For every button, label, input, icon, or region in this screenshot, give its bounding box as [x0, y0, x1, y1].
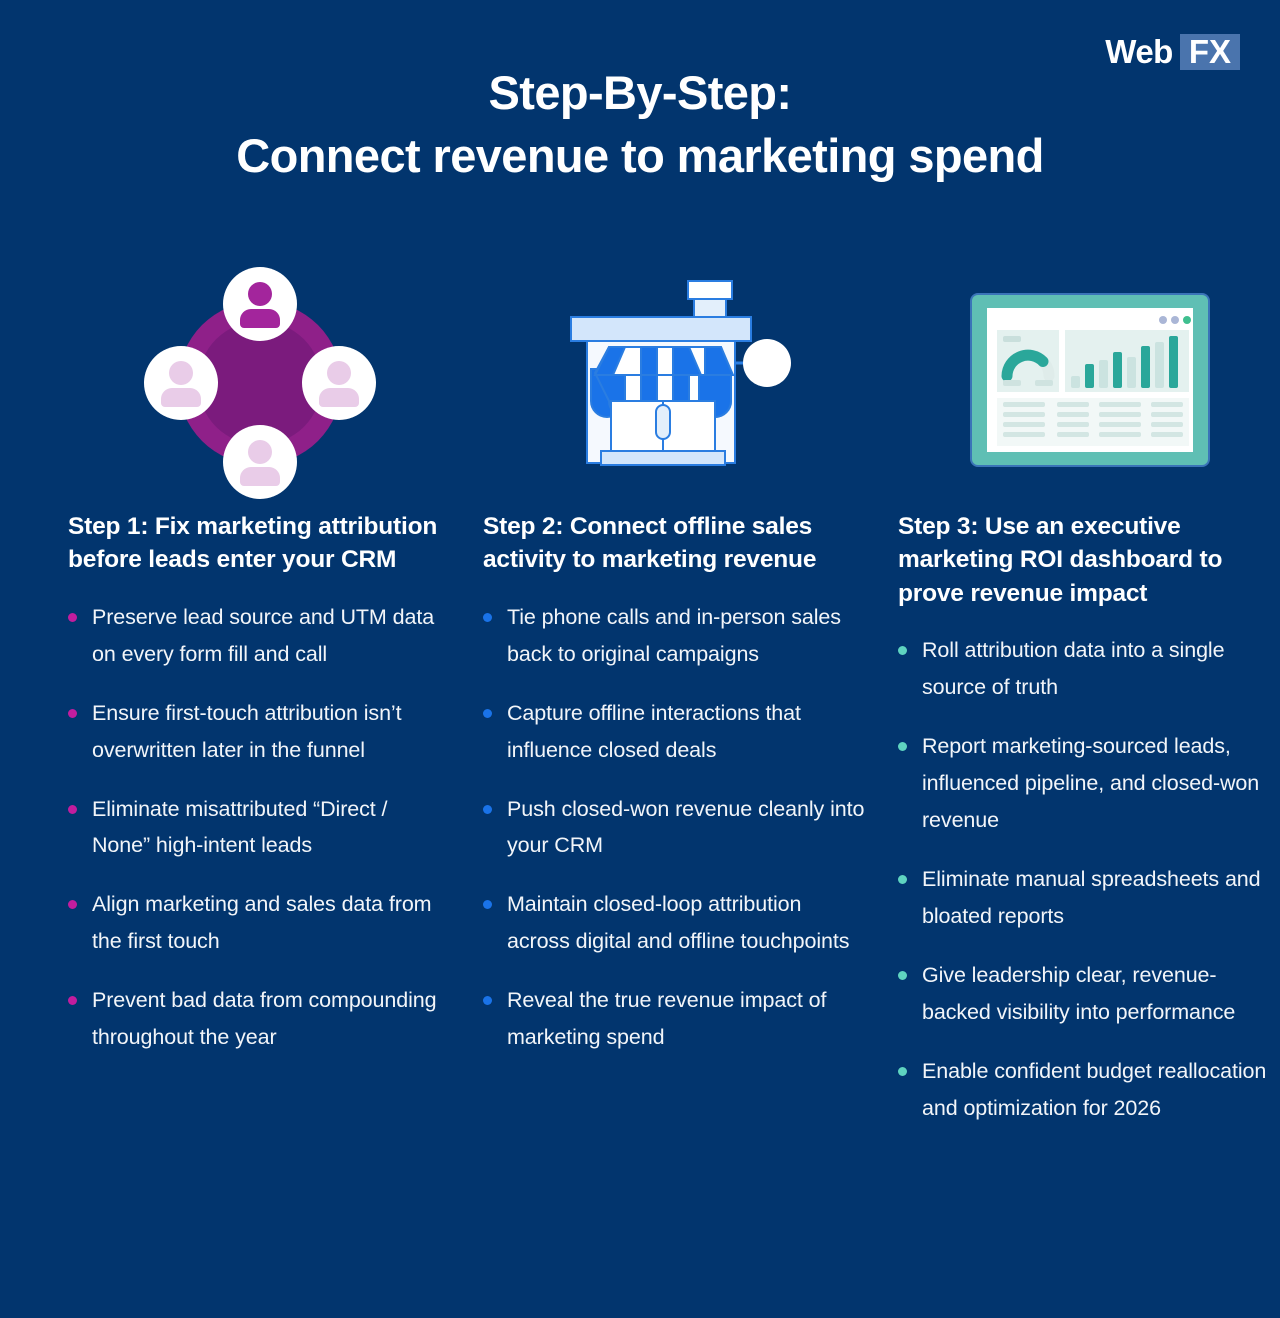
- bullet-dot-icon: [483, 708, 492, 718]
- list-item-label: Roll attribution data into a single sour…: [922, 637, 1225, 699]
- logo-fx-badge: FX: [1179, 34, 1240, 70]
- roi-dashboard-icon: [965, 288, 1215, 478]
- list-item-label: Push closed-won revenue cleanly into you…: [507, 796, 865, 858]
- avatar-top: [222, 266, 297, 341]
- list-item: Capture offline interactions that influe…: [483, 695, 866, 769]
- page-title: Step-By-Step: Connect revenue to marketi…: [0, 62, 1280, 187]
- step-1-bullet-list: Preserve lead source and UTM data on eve…: [52, 599, 467, 1057]
- avatar-bottom: [222, 424, 297, 499]
- list-item: Align marketing and sales data from the …: [68, 886, 451, 960]
- list-item: Ensure first-touch attribution isn’t ove…: [68, 695, 451, 769]
- avatar-head: [247, 281, 272, 306]
- list-item-label: Eliminate misattributed “Direct / None” …: [92, 796, 388, 858]
- avatar-body: [239, 466, 280, 486]
- step-1-heading: Step 1: Fix marketing attribution before…: [68, 513, 438, 574]
- list-item-label: Report marketing-sourced leads, influenc…: [922, 733, 1260, 832]
- bullet-dot-icon: [483, 900, 492, 910]
- list-item-label: Ensure first-touch attribution isn’t ove…: [92, 700, 402, 762]
- step-3-heading: Step 3: Use an executive marketing ROI d…: [898, 513, 1223, 607]
- list-item: Maintain closed-loop attribution across …: [483, 886, 866, 960]
- list-item-label: Give leadership clear, revenue-backed vi…: [922, 962, 1236, 1024]
- bullet-dot-icon: [898, 741, 907, 751]
- crm-people-icon: [143, 266, 376, 499]
- list-item: Enable confident budget reallocation and…: [898, 1053, 1280, 1127]
- list-item: Reveal the true revenue impact of market…: [483, 982, 866, 1056]
- step-2-icon-wrap: [467, 255, 882, 510]
- list-item-label: Preserve lead source and UTM data on eve…: [92, 604, 435, 666]
- bullet-dot-icon: [898, 1066, 907, 1076]
- step-2-bullet-list: Tie phone calls and in-person sales back…: [467, 599, 882, 1057]
- list-item: Tie phone calls and in-person sales back…: [483, 599, 866, 673]
- step-3-icon-wrap: [882, 255, 1280, 510]
- logo-web-text: Web: [1105, 33, 1173, 70]
- list-item-label: Maintain closed-loop attribution across …: [507, 892, 850, 954]
- bullet-dot-icon: [898, 970, 907, 980]
- storefront-icon: [555, 273, 795, 493]
- list-item-label: Enable confident budget reallocation and…: [922, 1058, 1267, 1120]
- roi-dashboard-svg: [969, 292, 1210, 467]
- list-item: Push closed-won revenue cleanly into you…: [483, 791, 866, 865]
- steps-container: Step 1: Fix marketing attribution before…: [0, 255, 1280, 1149]
- bullet-dot-icon: [483, 612, 492, 622]
- list-item-label: Tie phone calls and in-person sales back…: [507, 604, 841, 666]
- list-item: Give leadership clear, revenue-backed vi…: [898, 957, 1280, 1031]
- list-item-label: Eliminate manual spreadsheets and bloate…: [922, 866, 1261, 928]
- bullet-dot-icon: [898, 874, 907, 884]
- list-item-label: Reveal the true revenue impact of market…: [507, 988, 827, 1050]
- list-item: Report marketing-sourced leads, influenc…: [898, 728, 1280, 839]
- avatar-head: [247, 439, 272, 464]
- dashboard-bars: [1070, 335, 1178, 388]
- list-item-label: Prevent bad data from compounding throug…: [92, 988, 437, 1050]
- avatar-head: [326, 360, 351, 385]
- avatar-right: [301, 345, 376, 420]
- bullet-dot-icon: [483, 804, 492, 814]
- step-3-bullet-list: Roll attribution data into a single sour…: [882, 632, 1280, 1127]
- bullet-dot-icon: [898, 645, 907, 655]
- step-column-1: Step 1: Fix marketing attribution before…: [52, 255, 467, 1149]
- page-title-line-2: Connect revenue to marketing spend: [236, 128, 1044, 182]
- bullet-dot-icon: [68, 612, 77, 622]
- storefront-svg: [569, 279, 791, 466]
- crm-blob-inner: [197, 320, 322, 445]
- list-item: Preserve lead source and UTM data on eve…: [68, 599, 451, 673]
- list-item: Eliminate misattributed “Direct / None” …: [68, 791, 451, 865]
- bullet-dot-icon: [68, 900, 77, 910]
- bullet-dot-icon: [68, 804, 77, 814]
- avatar-body: [318, 387, 359, 407]
- bullet-dot-icon: [68, 708, 77, 718]
- step-column-2: Step 2: Connect offline sales activity t…: [467, 255, 882, 1149]
- list-item: Roll attribution data into a single sour…: [898, 632, 1280, 706]
- list-item: Eliminate manual spreadsheets and bloate…: [898, 861, 1280, 935]
- bullet-dot-icon: [68, 996, 77, 1006]
- list-item-label: Capture offline interactions that influe…: [507, 700, 801, 762]
- avatar-left: [143, 345, 218, 420]
- list-item: Prevent bad data from compounding throug…: [68, 982, 451, 1056]
- step-column-3: Step 3: Use an executive marketing ROI d…: [882, 255, 1280, 1149]
- page-title-line-1: Step-By-Step:: [488, 66, 793, 119]
- avatar-head: [168, 360, 193, 385]
- webfx-logo: Web FX: [1105, 34, 1240, 70]
- avatar-body: [160, 387, 201, 407]
- avatar-body: [239, 308, 280, 328]
- bullet-dot-icon: [483, 996, 492, 1006]
- step-1-icon-wrap: [52, 255, 467, 510]
- step-2-heading: Step 2: Connect offline sales activity t…: [483, 513, 817, 574]
- list-item-label: Align marketing and sales data from the …: [92, 892, 432, 954]
